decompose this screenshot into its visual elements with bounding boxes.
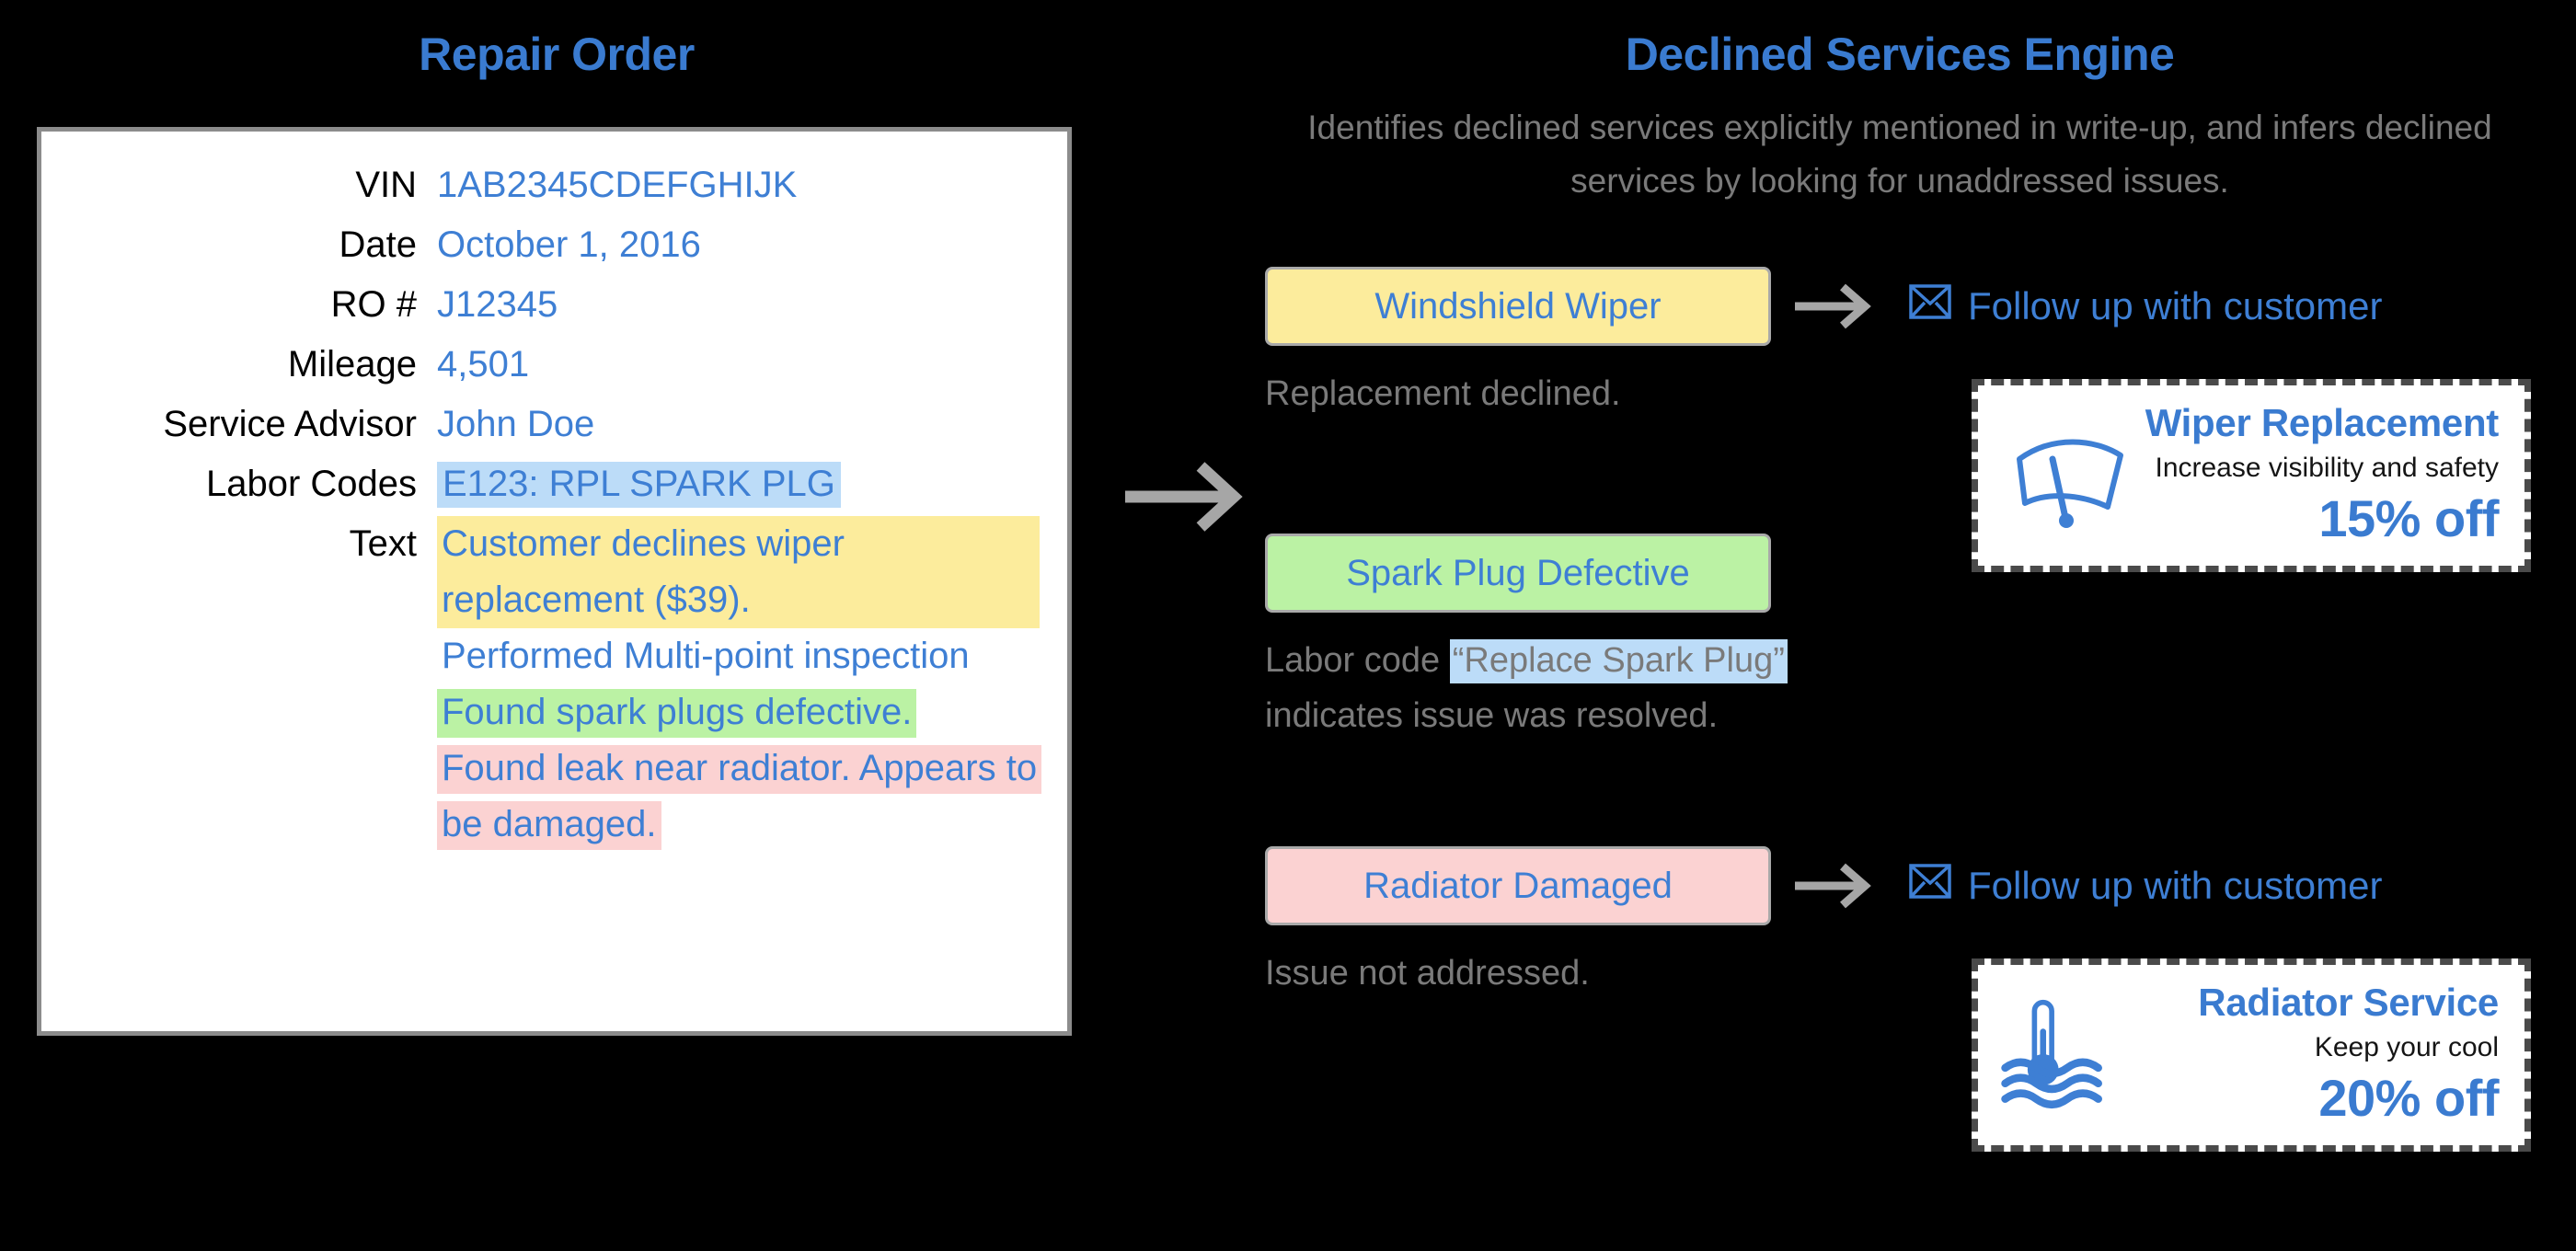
repair-order-panel: Repair Order VIN 1AB2345CDEFGHIJK Date O… xyxy=(0,0,1113,1251)
field-value-ro-number: J12345 xyxy=(437,284,558,325)
coupon-subtitle-radiator: Keep your cool xyxy=(2314,1032,2499,1062)
follow-up-label-wiper: Follow up with customer xyxy=(1968,284,2383,327)
coupon-radiator-service[interactable]: Radiator Service Keep your cool 20% off xyxy=(1972,958,2531,1152)
coupon-text-block: Radiator Service Keep your cool 20% off xyxy=(2142,978,2504,1129)
repair-order-fields: VIN 1AB2345CDEFGHIJK Date October 1, 201… xyxy=(41,132,1067,853)
follow-up-action-wiper[interactable]: Follow up with customer xyxy=(1909,284,2383,328)
field-value-mileage: 4,501 xyxy=(437,344,530,384)
finding-row: Spark Plug Defective xyxy=(1265,534,1964,613)
field-value-service-advisor: John Doe xyxy=(437,404,595,444)
finding-row: Windshield Wiper xyxy=(1265,267,2576,346)
finding-row: Radiator Damaged xyxy=(1265,846,2576,925)
field-label-service-advisor: Service Advisor xyxy=(163,404,417,444)
finding-arrow-icon xyxy=(1771,279,1909,334)
coupon-text-block: Wiper Replacement Increase visibility an… xyxy=(2142,398,2504,549)
declined-services-subtitle: Identifies declined services explicitly … xyxy=(1307,109,2492,200)
field-value-labor-codes: E123: RPL SPARK PLG xyxy=(437,456,1040,512)
field-label-vin: VIN xyxy=(355,165,417,205)
wiper-blade-icon xyxy=(1998,419,2136,529)
field-row-text: Text Customer declines wiper replacement… xyxy=(41,516,1067,853)
field-label-date: Date xyxy=(339,224,418,265)
repair-order-card: VIN 1AB2345CDEFGHIJK Date October 1, 201… xyxy=(37,127,1072,1036)
desc-highlight-labor-code: “Replace Spark Plug” xyxy=(1449,639,1788,683)
text-line-wiper-declined: Customer declines wiper replacement ($39… xyxy=(437,516,1040,628)
coupon-title-wiper: Wiper Replacement xyxy=(2145,401,2500,444)
chip-spark-plug-defective[interactable]: Spark Plug Defective xyxy=(1265,534,1771,613)
field-row-vin: VIN 1AB2345CDEFGHIJK xyxy=(41,157,1067,213)
chip-windshield-wiper[interactable]: Windshield Wiper xyxy=(1265,267,1771,346)
coupon-wiper-replacement[interactable]: Wiper Replacement Increase visibility an… xyxy=(1972,379,2531,572)
field-label-ro-number: RO # xyxy=(330,284,417,325)
finding-spark-plug: Spark Plug Defective Labor code “Replace… xyxy=(1265,534,1964,743)
repair-order-title: Repair Order xyxy=(419,29,695,80)
field-row-date: Date October 1, 2016 xyxy=(41,217,1067,273)
desc-post: indicates issue was resolved. xyxy=(1265,696,1719,735)
text-line-inspection: Performed Multi-point inspection xyxy=(442,636,970,676)
follow-up-action-radiator[interactable]: Follow up with customer xyxy=(1909,864,2383,908)
coupon-subtitle-wiper: Increase visibility and safety xyxy=(2155,453,2499,483)
field-value-date: October 1, 2016 xyxy=(437,224,701,265)
field-label-text: Text xyxy=(349,523,417,564)
field-label-mileage: Mileage xyxy=(287,344,417,384)
finding-arrow-icon xyxy=(1771,858,1909,913)
field-value-vin: 1AB2345CDEFGHIJK xyxy=(437,165,798,205)
envelope-icon xyxy=(1909,284,1951,328)
field-label-labor-codes: Labor Codes xyxy=(205,464,417,504)
text-line-radiator: Found leak near radiator. Appears to be … xyxy=(437,740,1042,853)
coupon-title-radiator: Radiator Service xyxy=(2198,981,2499,1024)
labor-code-highlight: E123: RPL SPARK PLG xyxy=(437,462,841,508)
thermometer-water-icon xyxy=(1998,993,2136,1113)
field-row-mileage: Mileage 4,501 xyxy=(41,337,1067,393)
text-line-spark-plugs: Found spark plugs defective. xyxy=(437,684,1040,740)
field-row-service-advisor: Service Advisor John Doe xyxy=(41,396,1067,453)
envelope-icon xyxy=(1909,864,1951,908)
flow-arrow-icon xyxy=(1118,455,1279,538)
finding-description-radiator: Issue not addressed. xyxy=(1265,954,1590,993)
finding-description-wiper: Replacement declined. xyxy=(1265,374,1621,413)
finding-radiator: Radiator Damaged xyxy=(1265,846,2576,1001)
chip-radiator-damaged[interactable]: Radiator Damaged xyxy=(1265,846,1771,925)
field-row-ro-number: RO # J12345 xyxy=(41,277,1067,333)
coupon-offer-radiator: 20% off xyxy=(2318,1069,2499,1127)
field-row-labor-codes: Labor Codes E123: RPL SPARK PLG xyxy=(41,456,1067,512)
declined-services-panel: Declined Services Engine Identifies decl… xyxy=(1224,0,2576,1251)
declined-services-title: Declined Services Engine xyxy=(1625,29,2175,80)
finding-description-spark-plug: Labor code “Replace Spark Plug” indicate… xyxy=(1265,633,1835,743)
coupon-offer-wiper: 15% off xyxy=(2318,489,2499,547)
desc-pre: Labor code xyxy=(1265,641,1450,680)
field-value-text: Customer declines wiper replacement ($39… xyxy=(437,516,1042,853)
follow-up-label-radiator: Follow up with customer xyxy=(1968,864,2383,907)
finding-windshield-wiper: Windshield Wiper xyxy=(1265,267,2576,421)
